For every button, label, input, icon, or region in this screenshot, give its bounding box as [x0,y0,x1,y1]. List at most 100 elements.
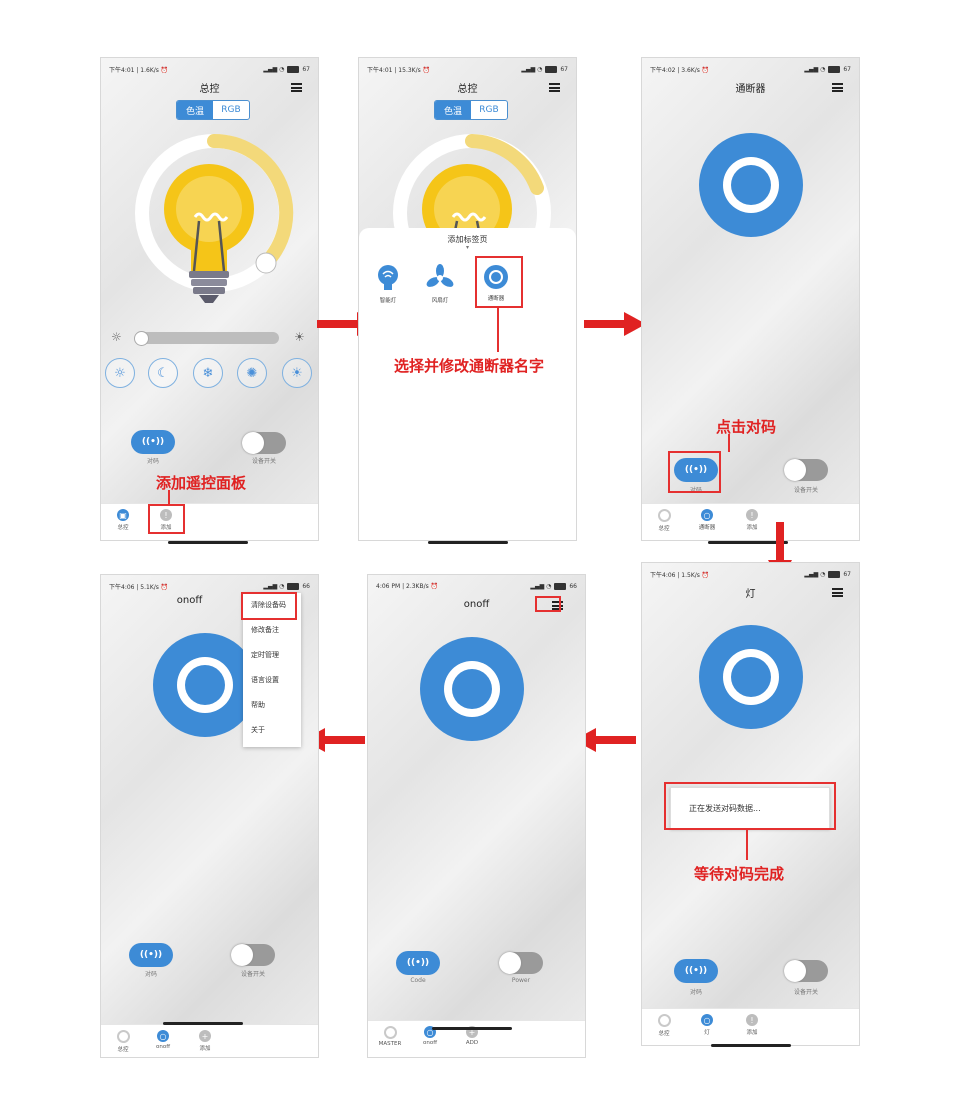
pair-code-button[interactable]: ((•)) [396,951,440,975]
battery-icon [287,65,300,73]
annotation-line [168,490,170,506]
add-icon: ! [746,509,758,521]
brightness-slider[interactable] [134,331,279,346]
menu-item-help[interactable]: 帮助 [251,701,265,709]
tab-add[interactable]: !添加 [746,1014,758,1036]
pair-code-button[interactable]: ((•)) [131,430,175,454]
power-caption: 设备开关 [793,487,818,494]
hamburger-menu-icon[interactable] [832,83,843,92]
device-power-toggle[interactable] [242,432,286,454]
tab-rgb[interactable]: RGB [221,105,241,115]
annotation-line [728,434,730,452]
add-icon: ! [160,509,172,521]
hamburger-menu-icon[interactable] [832,588,843,597]
chevron-down-icon[interactable]: ▾ [465,244,469,251]
highlight-pair-button [668,451,721,493]
status-bar: 下午4:02 | 3.6K/s ⏰ ▂▄▆ ◔67 [650,65,851,74]
hamburger-menu-icon[interactable] [291,83,302,92]
menu-item-about[interactable]: 关于 [251,726,265,734]
brightness-low-icon: ☼ [111,330,122,344]
home-indicator [708,541,788,544]
page-title: onoff [463,599,490,610]
home-indicator [711,1044,791,1047]
tab-color-temp[interactable]: 色温 [177,101,213,119]
power-ring-button[interactable] [420,637,524,741]
tab-light[interactable]: ○灯 [689,1014,725,1036]
signal-broadcast-icon: ((•)) [406,958,430,968]
hamburger-menu-icon[interactable] [552,601,563,610]
tab-master[interactable]: MASTER [372,1026,408,1047]
mode-sun-button[interactable]: ☼ [105,358,135,388]
pair-code-button[interactable]: ((•)) [674,458,718,482]
tab-switch[interactable]: ○通断器 [698,509,716,531]
tab-rgb[interactable]: RGB [479,105,499,115]
power-ring-button[interactable] [699,133,803,237]
pair-caption: 对码 [146,458,159,465]
brightness-dial [393,134,551,238]
signal-broadcast-icon: ((•)) [141,437,165,447]
pair-code-button[interactable]: ((•)) [674,959,718,983]
add-tab-sheet: 添加标签页 ▾ 智能灯 风扇灯 通断器 [359,228,576,540]
annotation-line [746,830,748,860]
mode-snow-button[interactable]: ❄ [193,358,223,388]
smart-bulb-icon [378,265,398,290]
status-bar: 下午4:01 | 1.6K/s ⏰ ▂▄▆ ◔67 [109,65,310,74]
master-icon: ▣ [117,509,129,521]
add-icon: ! [746,1014,758,1026]
device-power-toggle[interactable] [231,944,275,966]
tab-color-temp[interactable]: 色温 [435,101,471,119]
tab-master[interactable]: 总控 [105,1030,141,1053]
menu-item-timer[interactable]: 定时管理 [251,651,279,659]
tab-add[interactable]: !添加 [746,509,758,531]
annotation-add-panel: 添加遥控面板 [156,474,247,492]
tab-add[interactable]: +添加 [199,1030,211,1052]
highlight-toast [664,782,836,830]
page-title: onoff [176,595,203,606]
hamburger-menu-icon[interactable] [549,83,560,92]
page-title: 总控 [457,84,478,95]
battery-icon [828,570,841,578]
tab-master[interactable]: ▣总控 [117,509,129,531]
master-icon [383,1026,397,1039]
menu-item-edit-note[interactable]: 修改备注 [251,626,279,634]
phone-screen-4: 下午4:06 | 5.1K/s ⏰ ▂▄▆ ◔66 onoff 清除设备码 修改… [100,574,319,1058]
mode-cool-button[interactable]: ✺ [237,358,267,388]
light-bulb-icon [164,164,254,303]
status-bar: 下午4:01 | 15.3K/s ⏰ ▂▄▆ ◔67 [367,65,568,74]
phone-screen-5: 4:06 PM | 2.3KB/s ⏰ ▂▄▆ ◔66 onoff ((•)) … [367,574,586,1058]
battery-icon [287,582,300,590]
pair-code-button[interactable]: ((•)) [129,943,173,967]
master-icon [116,1030,130,1043]
signal-broadcast-icon: ((•)) [139,950,163,960]
item-smart-light[interactable]: 智能灯 [371,264,405,304]
annotation-wait-pair: 等待对码完成 [694,865,785,883]
menu-item-language[interactable]: 语言设置 [251,676,279,684]
tab-bar: ▣总控 !添加 [101,503,318,540]
brightness-high-icon: ☀ [294,330,305,344]
item-switch[interactable]: 通断器 [479,264,513,302]
item-fan-light[interactable]: 风扇灯 [423,264,457,304]
annotation-select-rename: 选择并修改通断器名字 [394,357,545,375]
pair-caption: 对码 [689,989,702,996]
status-bar: 下午4:06 | 1.5K/s ⏰ ▂▄▆ ◔67 [650,570,851,579]
power-caption: 设备开关 [240,971,265,978]
page-title: 灯 [745,589,756,600]
tab-add[interactable]: !添加 [160,509,172,531]
phone-screen-2: 下午4:01 | 15.3K/s ⏰ ▂▄▆ ◔67 总控 色温 RGB 添加标… [358,57,577,541]
status-bar: 4:06 PM | 2.3KB/s ⏰ ▂▄▆ ◔66 [376,582,577,590]
signal-icon: ▂▄▆ ◔ [263,582,285,590]
mode-moon-button[interactable]: ☾ [148,358,178,388]
color-mode-segment[interactable]: 色温 RGB [176,100,250,120]
tab-master[interactable]: 总控 [646,1014,682,1037]
home-indicator [428,541,508,544]
device-power-toggle[interactable] [499,952,543,974]
power-ring-button[interactable] [153,633,257,737]
mode-bright-button[interactable]: ☀ [282,358,312,388]
menu-item-clear-code[interactable]: 清除设备码 [251,601,286,609]
power-ring-button[interactable] [699,625,803,729]
tab-onoff[interactable]: ○onoff [155,1030,170,1050]
device-power-toggle[interactable] [784,960,828,982]
device-power-toggle[interactable] [784,459,828,481]
color-mode-segment[interactable]: 色温 RGB [434,100,508,120]
tab-master[interactable]: 总控 [646,509,682,532]
